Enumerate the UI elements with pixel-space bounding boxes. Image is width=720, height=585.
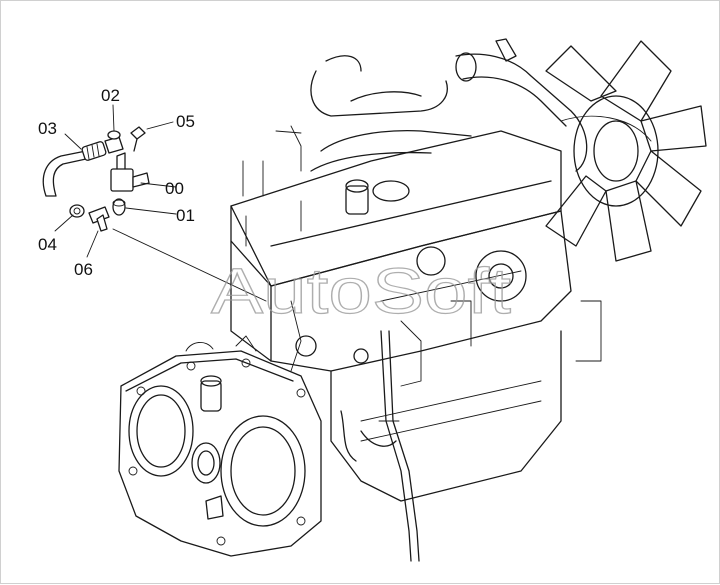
tee-06 xyxy=(88,206,110,232)
clamp-04 xyxy=(69,204,85,218)
dipstick xyxy=(378,330,420,562)
callout-02: 02 xyxy=(101,86,120,105)
bolt-05 xyxy=(130,126,146,152)
flywheel-housing xyxy=(118,335,322,557)
callout-06: 06 xyxy=(74,260,93,279)
intake-pipes xyxy=(310,38,588,172)
callout-05: 05 xyxy=(176,112,195,131)
hose-03 xyxy=(42,141,107,197)
callout-03: 03 xyxy=(38,119,57,138)
callout-01: 01 xyxy=(176,206,195,225)
sensor-00 xyxy=(110,152,150,192)
callout-00: 00 xyxy=(165,179,184,198)
leader-line-06 xyxy=(112,228,267,302)
callout-leaders xyxy=(54,104,177,258)
watermark: AutoSoft xyxy=(211,255,511,327)
engine-block xyxy=(230,210,602,502)
elbow-02 xyxy=(104,130,124,154)
cooling-fan xyxy=(545,40,707,262)
plug-01 xyxy=(112,198,126,216)
callout-04: 04 xyxy=(38,235,57,254)
